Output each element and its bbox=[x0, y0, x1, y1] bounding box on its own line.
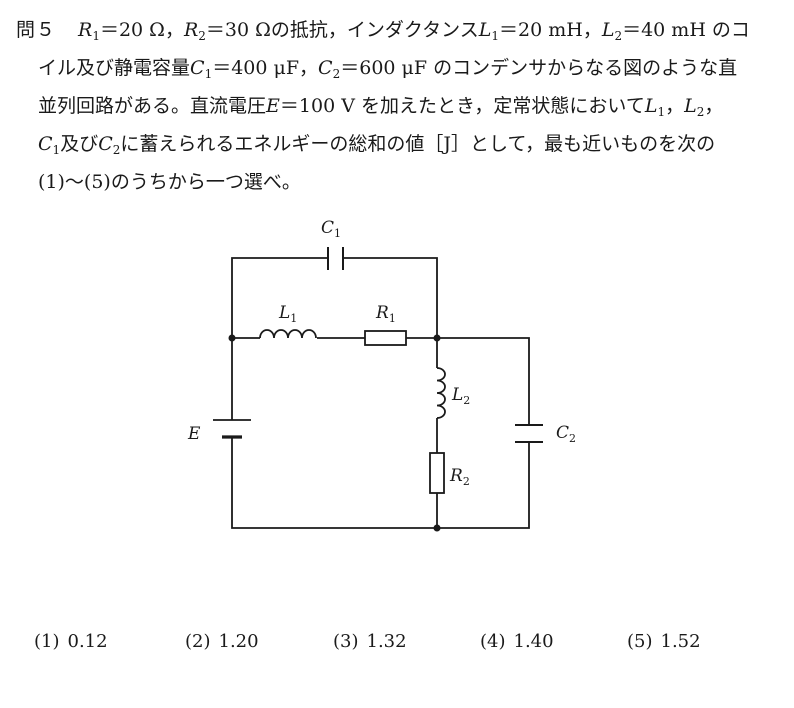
question-number: 問５ bbox=[16, 19, 57, 41]
var-l2: L bbox=[601, 19, 615, 41]
text-comma-2: ， bbox=[704, 95, 724, 117]
var-c1-b-sub: 1 bbox=[52, 143, 61, 157]
var-c2-sub: 2 bbox=[332, 67, 341, 81]
choice-2-number: (2) bbox=[185, 631, 211, 652]
label-r1: R1 bbox=[375, 303, 396, 325]
choice-4[interactable]: (4) 1.40 bbox=[480, 622, 554, 662]
inductor-l1 bbox=[259, 329, 317, 339]
label-c2: C2 bbox=[556, 423, 576, 445]
resistor-r2 bbox=[429, 452, 445, 494]
wire-c1-left bbox=[231, 257, 328, 338]
question-line-3: 並列回路がある。直流電圧E＝100 V を加えたとき，定常状態においてL1，L2… bbox=[38, 86, 723, 126]
var-c2: C bbox=[318, 57, 333, 79]
wire-c1-right bbox=[343, 257, 438, 338]
text-r1-value: ＝20 Ω， bbox=[99, 19, 184, 41]
var-l1-b: L bbox=[644, 95, 658, 117]
var-l1: L bbox=[478, 19, 492, 41]
choice-5-value: 1.52 bbox=[660, 631, 701, 652]
inductor-l2 bbox=[436, 367, 446, 419]
var-l1-sub: 1 bbox=[491, 29, 500, 43]
capacitor-c1 bbox=[327, 247, 344, 270]
wire-e-bottom bbox=[231, 437, 437, 529]
var-e: E bbox=[266, 95, 280, 117]
junction-bottom bbox=[433, 524, 441, 532]
battery-e bbox=[213, 419, 251, 439]
question-line-4: C1及びC2に蓄えられるエネルギーの総和の値［J］として，最も近いものを次の bbox=[38, 124, 715, 164]
text-c2-value: ＝600 μF のコンデンサからなる図のような直 bbox=[340, 57, 738, 79]
label-e: E bbox=[187, 424, 201, 444]
choice-4-number: (4) bbox=[480, 631, 506, 652]
text-e-value: ＝100 V を加えたとき，定常状態において bbox=[279, 95, 645, 117]
choice-1[interactable]: (1) 0.12 bbox=[34, 622, 108, 662]
var-c2-b-sub: 2 bbox=[112, 143, 121, 157]
var-r2: R bbox=[183, 19, 199, 41]
var-c1: C bbox=[190, 57, 205, 79]
answer-choices: (1) 0.12 (2) 1.20 (3) 1.32 (4) 1.40 (5) 1.52 bbox=[0, 622, 794, 662]
choice-1-number: (1) bbox=[34, 631, 60, 652]
choice-3[interactable]: (3) 1.32 bbox=[333, 622, 407, 662]
choice-2-value: 1.20 bbox=[218, 631, 259, 652]
text-c1-value: ＝400 μF， bbox=[212, 57, 319, 79]
text-line5: (1)〜(5)のうちから一つ選べ。 bbox=[38, 171, 301, 193]
var-l2-b: L bbox=[684, 95, 697, 117]
choice-3-number: (3) bbox=[333, 631, 359, 652]
text-line2-start: イル及び静電容量 bbox=[38, 57, 191, 79]
text-and: 及び bbox=[60, 133, 99, 155]
text-r2-value: ＝30 Ωの抵抗，インダクタンス bbox=[205, 19, 479, 41]
var-l2-b-sub: 2 bbox=[696, 105, 705, 119]
var-r2-sub: 2 bbox=[198, 29, 206, 43]
text-comma-1: ， bbox=[665, 95, 685, 117]
var-c2-b: C bbox=[98, 133, 113, 155]
junction-left bbox=[228, 334, 236, 342]
choice-3-value: 1.32 bbox=[366, 631, 407, 652]
var-r1-sub: 1 bbox=[92, 29, 100, 43]
question-line-5: (1)〜(5)のうちから一つ選べ。 bbox=[38, 162, 301, 202]
wire-c2-top bbox=[437, 337, 530, 425]
choice-5-number: (5) bbox=[627, 631, 653, 652]
var-l2-sub: 2 bbox=[614, 29, 623, 43]
text-l1-value: ＝20 mH， bbox=[499, 19, 602, 41]
circuit-wires bbox=[231, 257, 530, 529]
label-l2: L2 bbox=[451, 385, 470, 407]
label-l1: L1 bbox=[278, 303, 297, 325]
choice-2[interactable]: (2) 1.20 bbox=[185, 622, 259, 662]
capacitor-c2 bbox=[515, 424, 543, 443]
choice-1-value: 0.12 bbox=[67, 631, 108, 652]
resistor-r1 bbox=[364, 330, 407, 346]
question-line-2: イル及び静電容量C1＝400 μF，C2＝600 μF のコンデンサからなる図の… bbox=[38, 48, 737, 88]
text-line4-end: に蓄えられるエネルギーの総和の値［J］として，最も近いものを次の bbox=[120, 133, 716, 155]
junction-right bbox=[433, 334, 441, 342]
text-l2-value: ＝40 mH のコ bbox=[622, 19, 750, 41]
label-c1: C1 bbox=[321, 218, 341, 240]
choice-4-value: 1.40 bbox=[513, 631, 554, 652]
var-r1: R bbox=[78, 19, 93, 41]
var-c1-b: C bbox=[38, 133, 53, 155]
choice-5[interactable]: (5) 1.52 bbox=[627, 622, 701, 662]
var-c1-sub: 1 bbox=[204, 67, 213, 81]
var-l1-b-sub: 1 bbox=[657, 105, 666, 119]
text-line3-start: 並列回路がある。直流電圧 bbox=[38, 95, 267, 117]
label-r2: R2 bbox=[449, 466, 470, 488]
wire-c2-bottom bbox=[437, 442, 530, 529]
